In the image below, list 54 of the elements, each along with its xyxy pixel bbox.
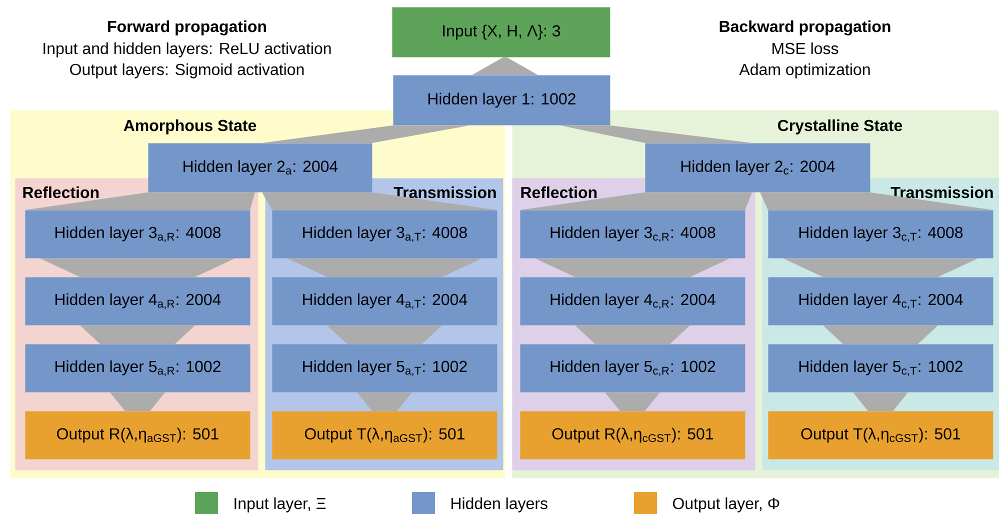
funnel-connector — [535, 258, 730, 277]
funnel-connector — [823, 325, 938, 344]
region-title: Reflection — [23, 186, 99, 198]
layer-box: Output T(λ,η$_{aGST}$): 501 — [272, 411, 498, 460]
funnel-connector — [760, 192, 993, 210]
funnel-connector — [25, 192, 255, 210]
funnel-connector — [605, 392, 660, 411]
layer-box: Hidden layer 4$_{c,R}$: 2004 — [520, 277, 746, 326]
funnel-connector — [357, 392, 412, 411]
funnel-connector — [783, 258, 978, 277]
funnel-connector — [575, 325, 690, 344]
note-text: MSE loss — [772, 42, 838, 54]
funnel-connector — [327, 325, 442, 344]
layer-box: Hidden layer 4$_{a,T}$: 2004 — [272, 277, 498, 326]
layer-box: Hidden layer 4$_{c,T}$: 2004 — [768, 277, 994, 326]
layer-box: Hidden layer 3$_{c,R}$: 4008 — [520, 210, 746, 258]
funnel-connector — [520, 192, 752, 210]
layer-box: Hidden layer 1: 1002 — [393, 75, 610, 126]
layer-box: Hidden layer 5$_{c,R}$: 1002 — [520, 344, 746, 392]
layer-box: Hidden layer 5$_{a,R}$: 1002 — [25, 344, 250, 392]
layer-box: Hidden layer 4$_{a,R}$: 2004 — [25, 277, 250, 326]
legend-text: Input layer, Ξ — [234, 497, 326, 512]
funnel-connector — [80, 325, 195, 344]
region-title: Transmission — [890, 186, 993, 198]
funnel-connector — [472, 57, 538, 75]
funnel-connector — [287, 258, 482, 277]
note-text: Adam optimization — [739, 63, 870, 78]
funnel-connector — [110, 392, 165, 411]
note-text: Input and hidden layers: ReLU activation — [44, 42, 331, 58]
layer-box: Hidden layer 3$_{c,T}$: 4008 — [768, 210, 994, 258]
layer-box: Hidden layer 5$_{a,T}$: 1002 — [272, 344, 498, 392]
layer-box: Hidden layer 3$_{a,T}$: 4008 — [272, 210, 498, 258]
layer-box: Hidden layer 2$_{a}$: 2004 — [148, 143, 372, 192]
funnel-connector — [853, 392, 908, 411]
layer-box: Hidden layer 2$_{c}$: 2004 — [645, 143, 870, 192]
funnel-connector — [262, 125, 470, 143]
region-title: Reflection — [521, 186, 597, 198]
layer-box: Hidden layer 3$_{a,R}$: 4008 — [25, 210, 250, 258]
region-title: Crystalline State — [778, 119, 902, 134]
layer-box: Input {X, H, Λ}: 3 — [392, 7, 610, 58]
heading: Backward propagation — [720, 20, 890, 36]
heading: Forward propagation — [108, 20, 266, 36]
layer-box: Output R(λ,η$_{aGST}$): 501 — [25, 411, 250, 460]
region-title: Amorphous State — [124, 119, 256, 134]
layer-box: Output R(λ,η$_{cGST}$): 501 — [520, 411, 746, 460]
note-text: Output layers: Sigmoid activation — [70, 63, 304, 78]
layer-box: Output T(λ,η$_{cGST}$): 501 — [768, 411, 994, 460]
layer-box: Hidden layer 5$_{c,T}$: 1002 — [768, 344, 994, 392]
funnel-connector — [560, 125, 752, 143]
region-title: Transmission — [394, 186, 496, 198]
legend-text: Output layer, Φ — [672, 497, 780, 512]
legend-text: Hidden layers — [452, 497, 548, 512]
funnel-connector — [262, 192, 497, 210]
funnel-connector — [40, 258, 235, 277]
